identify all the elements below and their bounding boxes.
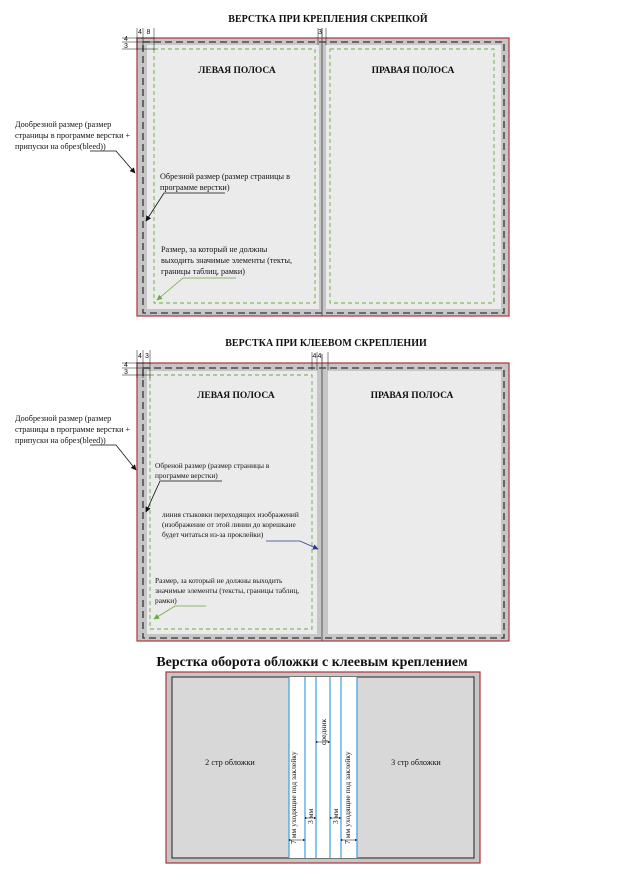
glue-dim-left-a: 4 — [124, 362, 128, 369]
staple-safe-arrow — [156, 277, 236, 301]
cover-strip-area — [289, 677, 357, 858]
staple-bleed-arrow — [90, 150, 136, 174]
cover-strip-lines — [288, 677, 358, 858]
staple-dim-top-b: 8 — [147, 29, 151, 36]
glue-dim-spine-b: 4 — [318, 353, 322, 360]
glue-dim-spine-a: 4 — [313, 353, 317, 360]
staple-dim-top-a: 4 — [138, 29, 142, 36]
cover-mm3-right-label: 3 мм — [331, 808, 340, 824]
staple-trim-line — [142, 41, 505, 314]
glue-right-page — [328, 371, 501, 634]
glue-dim-top-b: 3 — [145, 353, 149, 360]
staple-dim-left-b: 3 — [124, 43, 128, 50]
cover-spine-label: средник — [319, 719, 328, 745]
staple-layout-section: ВЕРСТКА ПРИ КРЕПЛЕНИЯ СКРЕПКОЙ ЛЕВАЯ ПОЛ… — [15, 13, 510, 317]
staple-trim-note: Обрезной размер (размер страницы в прогр… — [160, 172, 292, 192]
cover-mm3-left-label: 3 мм — [306, 808, 315, 824]
staple-dim-left-a: 4 — [124, 36, 128, 43]
glue-trim-note: Обреной размер (размер страницы в програ… — [155, 461, 271, 480]
glue-join-note: линия стыковки переходящих изображений (… — [162, 510, 301, 539]
staple-safe-note: Размер, за который не должны выходить зн… — [161, 245, 294, 276]
staple-left-page-label: ЛЕВАЯ ПОЛОСА — [198, 66, 276, 76]
glue-join-arrow — [266, 540, 319, 550]
glue-safe-note: Размер, за который не должны выходить зн… — [155, 576, 301, 605]
glue-left-safe-line — [149, 374, 313, 630]
staple-left-page — [147, 45, 319, 309]
glue-safe-arrow — [153, 605, 206, 620]
staple-trim-arrow — [145, 192, 225, 222]
staple-title: ВЕРСТКА ПРИ КРЕПЛЕНИЯ СКРЕПКОЙ — [228, 13, 428, 25]
cover-page3-label: 3 стр обложки — [391, 758, 441, 767]
staple-dim-spine: 3 — [318, 29, 322, 36]
glue-trim-line — [142, 367, 505, 639]
cover-strip-left-label: 7 мм уходящие под заклейку — [289, 751, 298, 844]
glue-right-page-label: ПРАВАЯ ПОЛОСА — [371, 391, 454, 401]
staple-bleed-note: Дообрезной размер (размер страницы в про… — [15, 120, 132, 151]
glue-bleed-note: Дообрезной размер (размер страницы в про… — [15, 414, 132, 445]
glue-layout-section: ВЕРСТКА ПРИ КЛЕЕВОМ СКРЕПЛЕНИИ ЛЕВАЯ ПОЛ… — [15, 338, 510, 642]
staple-right-safe-line — [329, 48, 495, 304]
glue-dim-top-a: 4 — [138, 353, 142, 360]
glue-bleed-arrow — [90, 444, 137, 471]
glue-dim-left-b: 3 — [124, 369, 128, 376]
cover-section: Верстка оборота обложки с клеевым крепле… — [156, 655, 481, 864]
glue-trim-arrow — [145, 480, 222, 513]
cover-page2-label: 2 стр обложки — [205, 758, 255, 767]
staple-right-page-label: ПРАВАЯ ПОЛОСА — [372, 66, 455, 76]
staple-right-page — [326, 45, 501, 309]
cover-title: Верстка оборота обложки с клеевым крепле… — [156, 655, 468, 670]
glue-left-page-label: ЛЕВАЯ ПОЛОСА — [197, 391, 275, 401]
staple-left-safe-line — [153, 48, 316, 304]
cover-dimension-arrows — [288, 740, 358, 842]
glue-left-page — [147, 371, 317, 634]
cover-strip-right-label: 7 мм уходящие под заклейку — [343, 751, 352, 844]
glue-dimension-marks — [122, 350, 329, 378]
glue-title: ВЕРСТКА ПРИ КЛЕЕВОМ СКРЕПЛЕНИИ — [225, 338, 427, 349]
staple-dimension-marks — [122, 28, 327, 50]
